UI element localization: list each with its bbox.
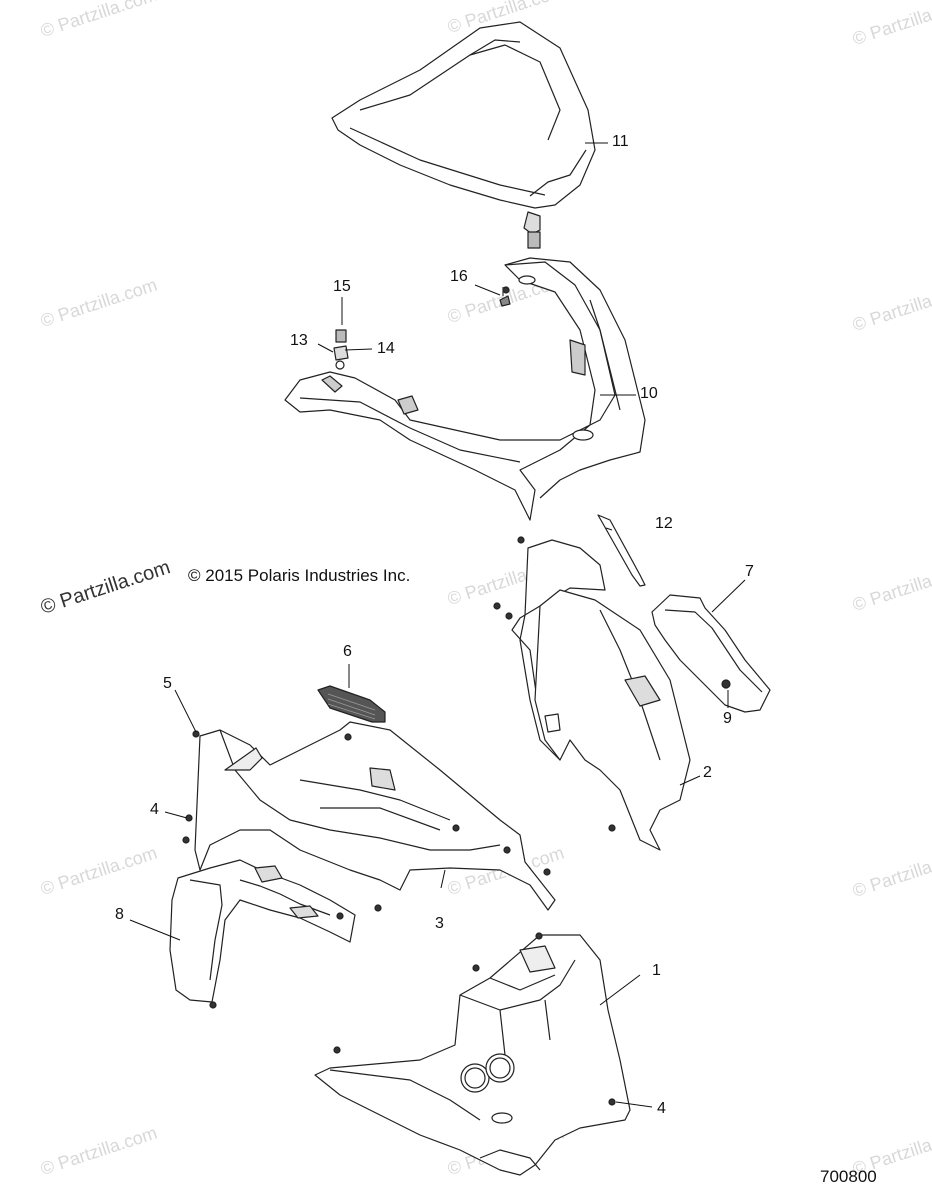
callout-6: 6 <box>343 643 352 660</box>
callout-5: 5 <box>163 675 172 692</box>
callout-3: 3 <box>435 915 444 932</box>
callout-16: 16 <box>450 268 468 285</box>
callout-14: 14 <box>377 340 395 357</box>
vent-grille-part <box>317 685 386 723</box>
callout-11: 11 <box>612 133 629 150</box>
callout-10: 10 <box>640 385 658 402</box>
floor-console-part <box>314 932 631 1176</box>
leader-lines <box>129 142 746 1108</box>
diagram-id: 700800 <box>820 1167 877 1186</box>
callout-2: 2 <box>703 764 712 781</box>
left-fender-part <box>194 721 556 911</box>
callout-13: 13 <box>290 332 308 349</box>
copyright-notice: © 2015 Polaris Industries Inc. <box>188 566 411 585</box>
front-panel-part <box>284 257 646 521</box>
hood-part <box>331 21 596 249</box>
callout-9: 9 <box>723 710 732 727</box>
fasteners <box>502 286 510 296</box>
callout-1: 1 <box>652 962 661 979</box>
left-lower-bracket-part <box>169 730 382 1009</box>
callout-15: 15 <box>333 278 351 295</box>
callout-4-left: 4 <box>150 801 159 818</box>
callout-7: 7 <box>745 563 754 580</box>
support-rod-part <box>597 514 646 587</box>
right-bracket-part <box>651 594 771 713</box>
callout-8: 8 <box>115 906 124 923</box>
callout-4-right: 4 <box>657 1100 666 1117</box>
right-side-panel-part <box>493 536 691 851</box>
callout-12: 12 <box>655 515 673 532</box>
